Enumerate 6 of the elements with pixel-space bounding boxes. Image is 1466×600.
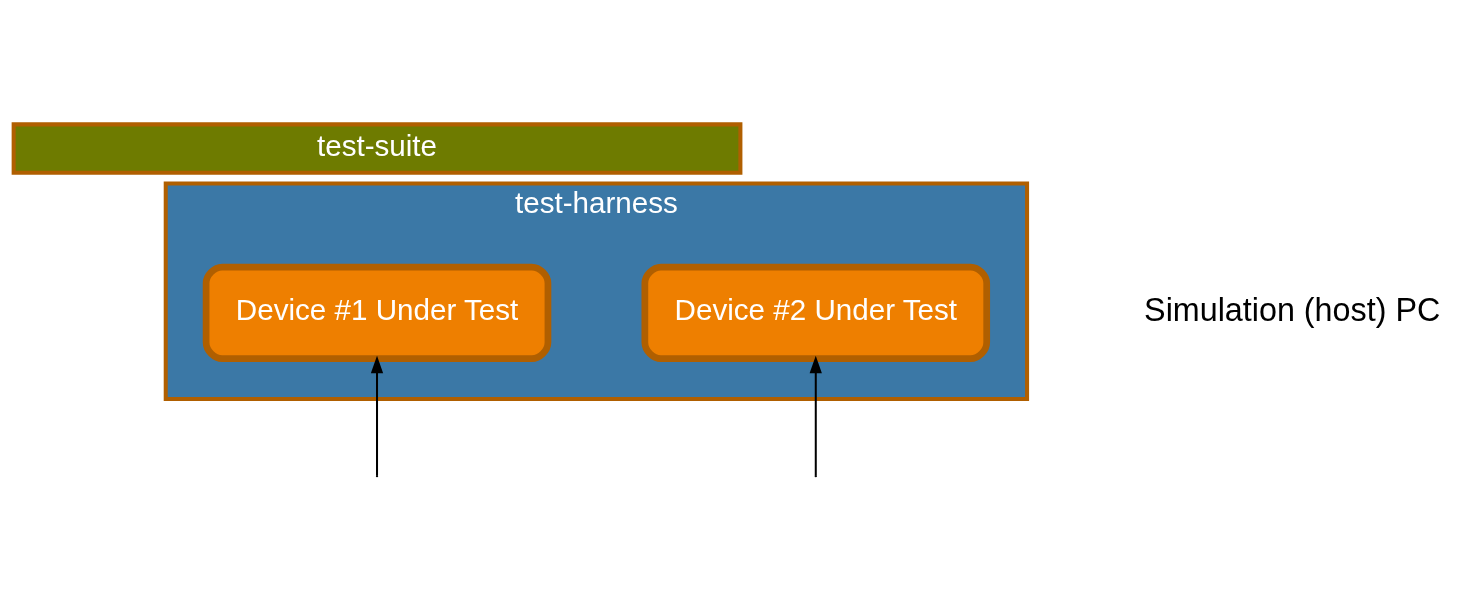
node-box: Device #1 Under Test	[202, 263, 552, 362]
arrow	[370, 355, 384, 475]
node-box: Device #2 Under Test	[641, 263, 991, 362]
arrow	[809, 355, 822, 475]
label: Simulation (host) PC	[1144, 291, 1441, 328]
node-box: test-suite	[11, 121, 743, 175]
